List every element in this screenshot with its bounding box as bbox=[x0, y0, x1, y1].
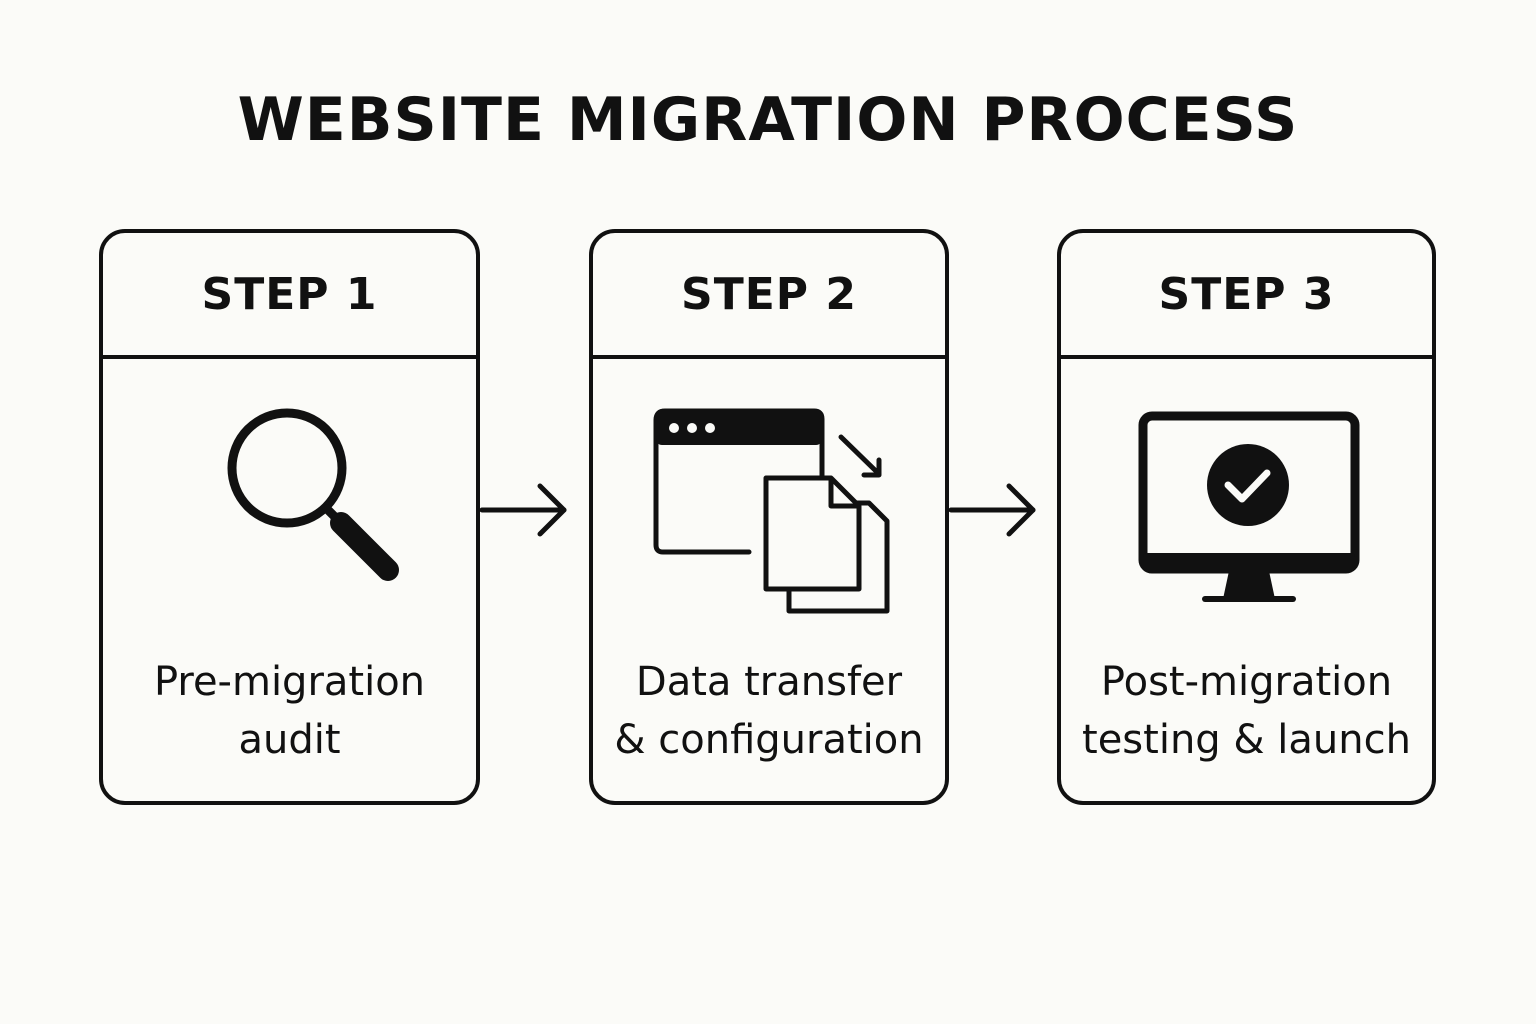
step-1-card: STEP 1 Pre-migration audit bbox=[99, 229, 480, 805]
step-3-description-line-2: testing & launch bbox=[1082, 717, 1411, 763]
monitor-check-icon bbox=[1138, 411, 1360, 602]
step-2-label: STEP 2 bbox=[593, 233, 945, 359]
step-2-description-line-2: & configuration bbox=[614, 717, 924, 763]
step-2-description-line-1: Data transfer bbox=[635, 659, 903, 705]
step-2-description: Data transfer & configuration bbox=[593, 653, 945, 769]
page-title: WEBSITE MIGRATION PROCESS bbox=[237, 85, 1299, 155]
step-3-card: STEP 3 Post-migration testing & launch bbox=[1057, 229, 1436, 805]
step-3-label: STEP 3 bbox=[1061, 233, 1432, 359]
step-1-description-line-1: Pre-migration bbox=[153, 659, 426, 705]
arrow-right-icon bbox=[479, 483, 567, 537]
step-1-label: STEP 1 bbox=[103, 233, 476, 359]
step-1-description-line-2: audit bbox=[238, 717, 341, 763]
step-3-description-line-1: Post-migration bbox=[1100, 659, 1393, 705]
magnifying-glass-icon bbox=[227, 408, 399, 581]
step-3-description: Post-migration testing & launch bbox=[1061, 653, 1432, 769]
step-1-description: Pre-migration audit bbox=[103, 653, 476, 769]
arrow-right-icon bbox=[948, 483, 1036, 537]
step-2-card: STEP 2 Data transfer & configuration bbox=[589, 229, 949, 805]
data-transfer-icon bbox=[653, 408, 890, 614]
